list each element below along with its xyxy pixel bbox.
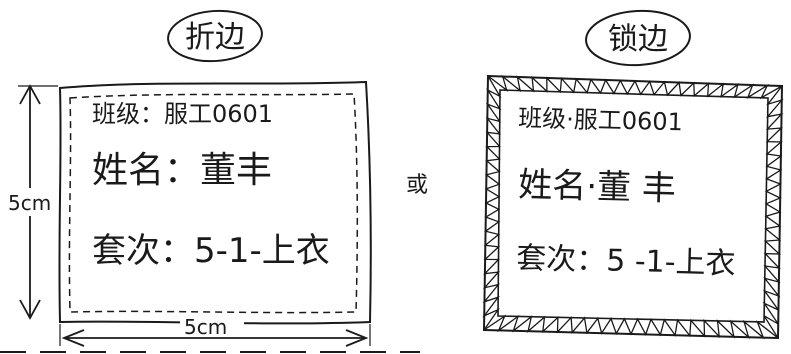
name-line: 姓名：董丰 (92, 150, 272, 191)
or-connector: 或 (406, 173, 428, 198)
height-dimension-label: 5cm (8, 191, 51, 215)
name-line-right: 姓名·董 丰 (518, 165, 677, 209)
height-dimension: 5cm (6, 84, 58, 320)
folded-edge-label: 折边 班级：服工0601 姓名：董丰 套次：5-1-上衣 5cm 5cm (0, 9, 420, 353)
overlock-stitch-left (482, 75, 502, 331)
overlock-stitch-right (762, 85, 784, 339)
title-folded-edge: 折边 (185, 20, 245, 55)
overlock-stitch-bottom (483, 314, 779, 340)
width-dimension: 5cm (59, 315, 371, 347)
title-overlocked-edge: 锁边 (608, 22, 668, 57)
overlock-stitch-top (487, 74, 783, 100)
class-line-right: 班级·服工0601 (518, 104, 683, 136)
class-line: 班级：服工0601 (92, 100, 273, 128)
label-inner-edge-right (497, 89, 769, 323)
width-dimension-label: 5cm (184, 315, 227, 339)
title-bubble-right (585, 9, 691, 67)
fold-stitch-line (68, 93, 359, 314)
set-line: 套次：5-1-上衣 (92, 231, 330, 271)
title-bubble (167, 9, 263, 63)
label-outer-edge (58, 80, 372, 325)
overlocked-edge-label: 锁边 班级·服工0601 姓名·董 丰 套次：5 -1-上衣 (482, 9, 784, 340)
set-line-right: 套次：5 -1-上衣 (516, 241, 736, 282)
